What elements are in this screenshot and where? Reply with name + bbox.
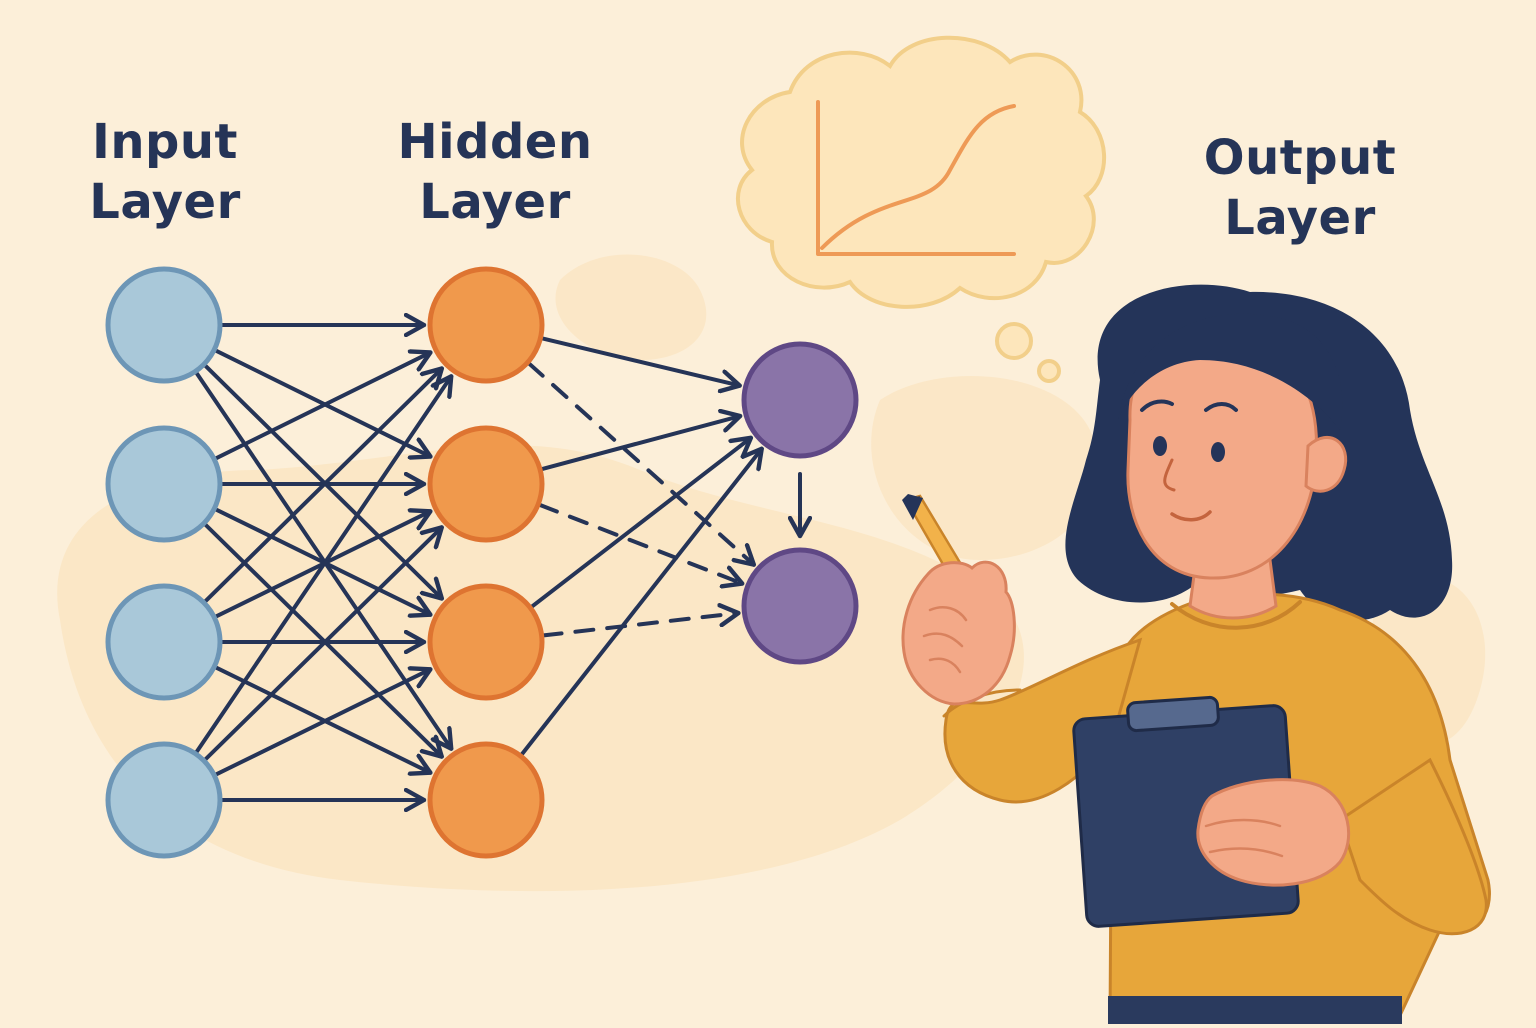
- hidden-node-1: [427, 266, 545, 384]
- hidden-node-4: [427, 741, 545, 859]
- input-layer-label-line1: Input: [91, 114, 238, 170]
- input-node-2: [105, 425, 223, 543]
- hand-left: [901, 560, 1016, 706]
- eyebrow-left: [1140, 399, 1174, 412]
- input-node-3: [105, 583, 223, 701]
- sweater-collar: [1170, 600, 1302, 630]
- edge-hidden-3-output-1: [529, 438, 751, 609]
- blob-center: [555, 254, 707, 360]
- blob-right: [871, 376, 1098, 560]
- thought-dot-large: [995, 322, 1033, 360]
- edge-input-3-hidden-1: [203, 368, 441, 604]
- eyebrow-right: [1204, 402, 1238, 412]
- input-node-4: [105, 741, 223, 859]
- edge-hidden-1-output-1: [540, 336, 739, 385]
- hand-finger-lines: [922, 606, 968, 674]
- input-layer-label: Input Layer: [60, 112, 270, 232]
- pants: [1108, 996, 1402, 1024]
- hand-right-finger-lines: [1204, 818, 1284, 858]
- thought-bubble: [735, 35, 1107, 383]
- eye-left: [1153, 436, 1167, 456]
- output-layer-label-line1: Output: [1203, 130, 1397, 186]
- hidden-node-3: [427, 583, 545, 701]
- output-node-2: [741, 547, 859, 665]
- edge-hidden-1-output-2: [527, 361, 754, 565]
- network-nodes: [105, 266, 859, 859]
- edge-input-4-hidden-1: [194, 376, 452, 754]
- thought-dot-small: [1037, 359, 1061, 383]
- edge-hidden-3-output-2: [541, 613, 739, 638]
- hidden-layer-label-line2: Layer: [419, 174, 571, 230]
- nose: [1163, 458, 1176, 492]
- input-node-1: [105, 266, 223, 384]
- output-layer-label-line2: Layer: [1224, 190, 1376, 246]
- hair-fringe: [1118, 313, 1343, 430]
- arm-right: [1338, 757, 1488, 936]
- mouth: [1170, 510, 1212, 522]
- ear: [1304, 435, 1348, 493]
- input-layer-label-line2: Layer: [89, 174, 241, 230]
- output-layer-label: Output Layer: [1190, 128, 1410, 248]
- output-node-1: [741, 341, 859, 459]
- sigmoid-graph-icon: [816, 100, 1016, 256]
- edge-hidden-2-output-1: [540, 416, 740, 472]
- edge-input-4-hidden-3: [214, 669, 430, 777]
- hidden-layer-label: Hidden Layer: [380, 112, 610, 232]
- edge-input-4-hidden-2: [203, 527, 441, 762]
- hand-right: [1196, 778, 1351, 887]
- edge-input-2-hidden-1: [214, 352, 430, 461]
- eye-right: [1211, 442, 1225, 462]
- hidden-layer-label-line1: Hidden: [397, 114, 593, 170]
- edge-hidden-4-output-1: [519, 449, 762, 757]
- network-connections: [194, 325, 800, 800]
- thought-cloud: [735, 35, 1107, 309]
- hidden-node-2: [427, 425, 545, 543]
- edge-hidden-2-output-2: [538, 503, 742, 584]
- person-illustration: [901, 284, 1491, 1026]
